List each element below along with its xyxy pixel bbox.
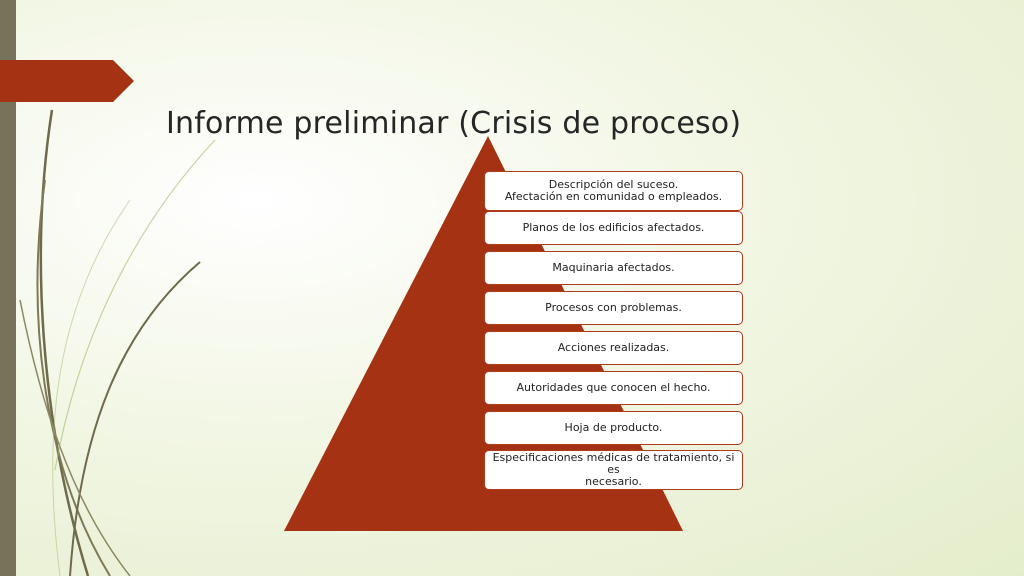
slide-title: Informe preliminar (Crisis de proceso) xyxy=(166,106,742,141)
pyramid-level-8-text-line2: necesario. xyxy=(585,475,642,488)
pyramid-level-2-text: Planos de los edificios afectados. xyxy=(522,221,705,234)
pyramid-level-4: Procesos con problemas. xyxy=(484,291,743,325)
pyramid-level-3-text: Maquinaria afectados. xyxy=(552,261,675,274)
pyramid-level-8: Especificaciones médicas de tratamiento,… xyxy=(484,450,743,490)
pyramid-level-2: Planos de los edificios afectados. xyxy=(484,211,743,245)
pyramid-level-1-text-line2: Afectación en comunidad o empleados. xyxy=(504,190,723,203)
accent-tab-shape xyxy=(0,60,134,102)
pyramid-level-4-text: Procesos con problemas. xyxy=(545,301,682,314)
pyramid-level-7: Hoja de producto. xyxy=(484,411,743,445)
pyramid-level-8-text: Especificaciones médicas de tratamiento,… xyxy=(492,451,735,476)
pyramid-level-1: Descripción del suceso. Afectación en co… xyxy=(484,171,743,211)
pyramid-level-5: Acciones realizadas. xyxy=(484,331,743,365)
pyramid-level-6-text: Autoridades que conocen el hecho. xyxy=(516,381,711,394)
pyramid-level-7-text: Hoja de producto. xyxy=(564,421,663,434)
pyramid-level-1-text: Descripción del suceso. xyxy=(548,178,679,191)
left-side-bar xyxy=(0,0,16,576)
pyramid-level-6: Autoridades que conocen el hecho. xyxy=(484,371,743,405)
pyramid-level-3: Maquinaria afectados. xyxy=(484,251,743,285)
pyramid-level-5-text: Acciones realizadas. xyxy=(557,341,670,354)
